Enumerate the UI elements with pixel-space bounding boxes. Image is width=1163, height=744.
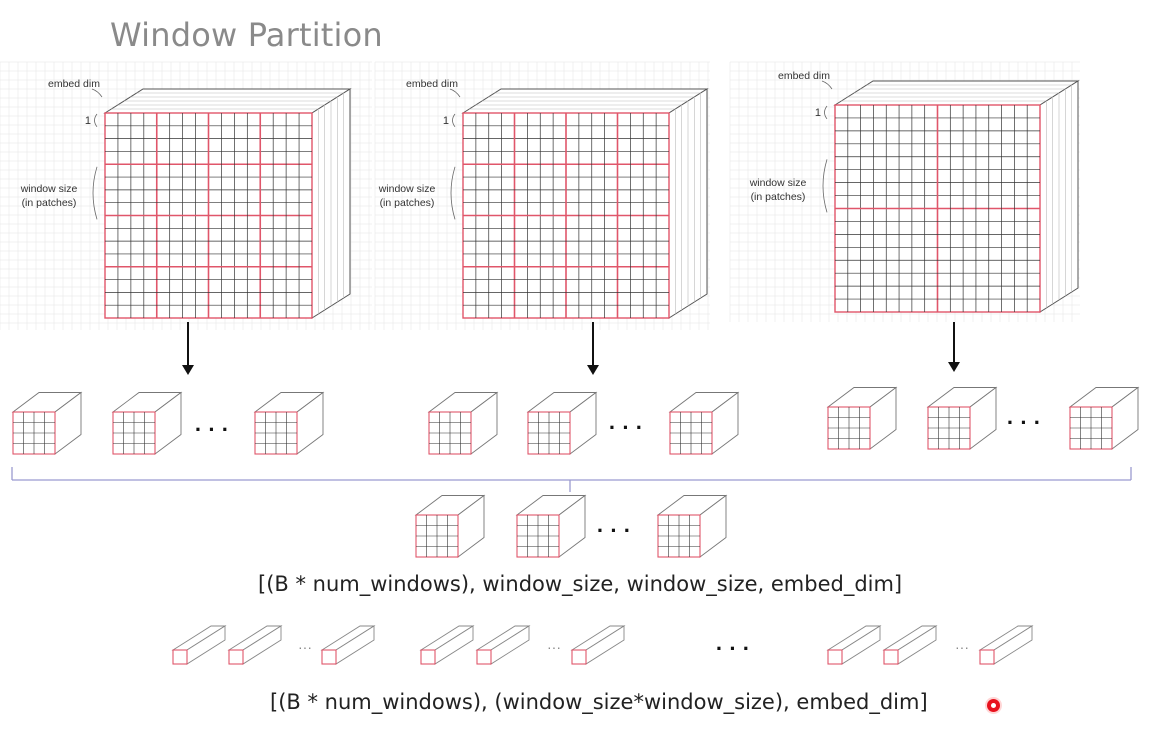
- page-title: Window Partition: [110, 16, 383, 54]
- tokens-group2-token-1: [419, 625, 475, 665]
- merged-window-cube-3: [656, 494, 728, 558]
- row1-group2-window-cube-1: [427, 391, 499, 455]
- tokens-group2-token-3: [570, 625, 626, 665]
- tokens-group1-ellipsis: ···: [298, 639, 312, 655]
- tokens-group3-token-1: [826, 625, 882, 665]
- embed-dim-brace: [449, 88, 461, 98]
- row1-group2-window-cube-2: [526, 391, 598, 455]
- formula-flattened-shape: [(B * num_windows), (window_size*window_…: [270, 690, 928, 714]
- row1-group1-ellipsis: · · ·: [195, 417, 229, 442]
- merged-ellipsis: · · ·: [597, 518, 631, 543]
- row1-group3-window-cube-1: [826, 386, 898, 450]
- pointer-cursor-icon: [987, 699, 1000, 712]
- tokens-group3-ellipsis: ···: [955, 639, 969, 655]
- row1-group1-window-cube-1: [11, 391, 83, 455]
- feature-map-cube-2: [461, 88, 709, 319]
- window-size-label: window size: [378, 183, 436, 195]
- one-patch-label: 1: [443, 115, 449, 127]
- row1-group1-window-cube-2: [111, 391, 183, 455]
- one-patch-brace: [94, 113, 98, 128]
- one-patch-label: 1: [85, 115, 91, 127]
- tokens-group1-token-3: [320, 625, 376, 665]
- in-patches-label: (in patches): [751, 191, 806, 203]
- tokens-group3-token-3: [978, 625, 1034, 665]
- merged-window-cube-1: [414, 494, 486, 558]
- tokens-group2-token-2: [475, 625, 531, 665]
- window-size-brace: [450, 166, 456, 220]
- row1-group2-ellipsis: · · ·: [609, 415, 643, 440]
- row1-group3-window-cube-2: [926, 386, 998, 450]
- window-size-label: window size: [749, 177, 807, 189]
- tokens-group3-token-2: [882, 625, 938, 665]
- tokens-group1-token-2: [227, 625, 283, 665]
- down-arrow-3: [948, 322, 960, 372]
- tokens-groups-ellipsis: · · ·: [716, 636, 750, 661]
- one-patch-brace: [824, 105, 828, 120]
- window-size-label: window size: [20, 183, 78, 195]
- feature-map-cube-3: [833, 80, 1080, 313]
- embed-dim-label: embed dim: [778, 70, 830, 82]
- merge-bracket: [11, 467, 1132, 492]
- embed-dim-brace: [821, 80, 833, 90]
- one-patch-label: 1: [815, 107, 821, 119]
- tokens-group2-ellipsis: ···: [547, 639, 561, 655]
- row1-group3-ellipsis: · · ·: [1007, 410, 1041, 435]
- in-patches-label: (in patches): [22, 197, 77, 209]
- row1-group2-window-cube-3: [668, 391, 740, 455]
- embed-dim-brace: [91, 88, 103, 98]
- window-size-brace: [92, 166, 98, 220]
- window-size-brace: [822, 159, 828, 213]
- embed-dim-label: embed dim: [48, 78, 100, 90]
- formula-windows-shape: [(B * num_windows), window_size, window_…: [258, 572, 903, 596]
- tokens-group1-token-1: [171, 625, 227, 665]
- row1-group1-window-cube-3: [253, 391, 325, 455]
- in-patches-label: (in patches): [380, 197, 435, 209]
- feature-map-cube-1: [103, 88, 352, 319]
- merged-window-cube-2: [515, 494, 587, 558]
- down-arrow-1: [182, 322, 194, 375]
- row1-group3-window-cube-3: [1068, 386, 1140, 450]
- down-arrow-2: [587, 322, 599, 375]
- embed-dim-label: embed dim: [406, 78, 458, 90]
- one-patch-brace: [452, 113, 456, 128]
